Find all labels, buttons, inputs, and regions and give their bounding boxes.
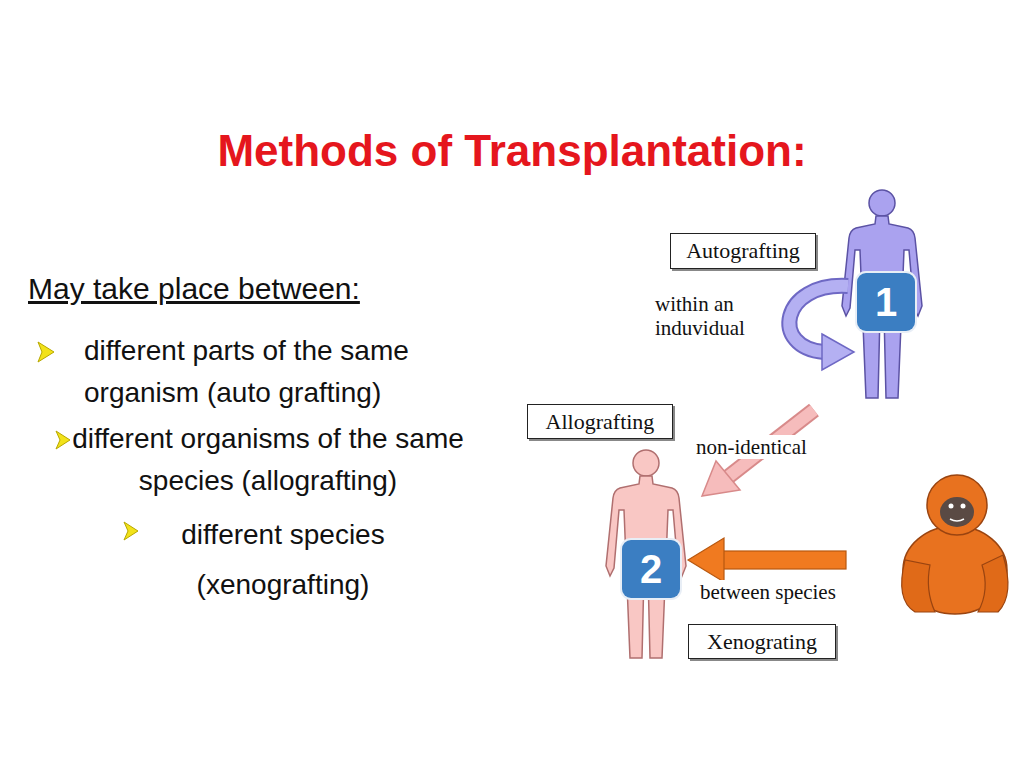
arrow-label: non-identical xyxy=(694,435,809,459)
label-wrap: different species (xenografting) xyxy=(138,510,428,610)
method-box: Autografting xyxy=(670,233,816,269)
box-text: Xenograting xyxy=(707,629,817,655)
method-box: Allografting xyxy=(527,404,673,439)
label-wrap: between species xyxy=(698,580,888,604)
orange-arrow xyxy=(688,538,846,582)
bullet-text: different species (xenografting) xyxy=(138,510,428,610)
bullet-text: different parts of the same organism (au… xyxy=(84,330,494,414)
curved-arrow xyxy=(789,286,854,370)
label-wrap: different organisms of the same species … xyxy=(62,418,474,502)
arrow-label: between species xyxy=(698,580,838,604)
bullet-marker xyxy=(124,522,138,540)
label-wrap: within an induvidual xyxy=(653,292,775,340)
callout-number: 1 xyxy=(857,273,915,331)
label-wrap: non-identical xyxy=(694,435,844,459)
callout-text: 1 xyxy=(875,280,897,325)
arrow-label: within an induvidual xyxy=(653,292,775,340)
human-figure xyxy=(842,190,922,398)
callout-number: 2 xyxy=(622,540,680,598)
label-wrap: different parts of the same organism (au… xyxy=(84,330,494,414)
bullet-marker xyxy=(56,431,70,449)
label-wrap: May take place between: xyxy=(28,272,488,306)
subheading: May take place between: xyxy=(28,272,360,306)
bullet-marker xyxy=(38,342,54,362)
method-box: Xenograting xyxy=(688,624,836,659)
ape-figure xyxy=(902,475,1008,614)
title: Methods of Transplantation: xyxy=(0,126,1024,176)
bullet-text: different organisms of the same species … xyxy=(62,418,474,502)
box-text: Allografting xyxy=(546,409,655,435)
box-text: Autografting xyxy=(686,238,800,264)
title-wrap: Methods of Transplantation: xyxy=(0,126,1024,176)
callout-text: 2 xyxy=(640,547,662,592)
human-figure xyxy=(606,450,686,658)
